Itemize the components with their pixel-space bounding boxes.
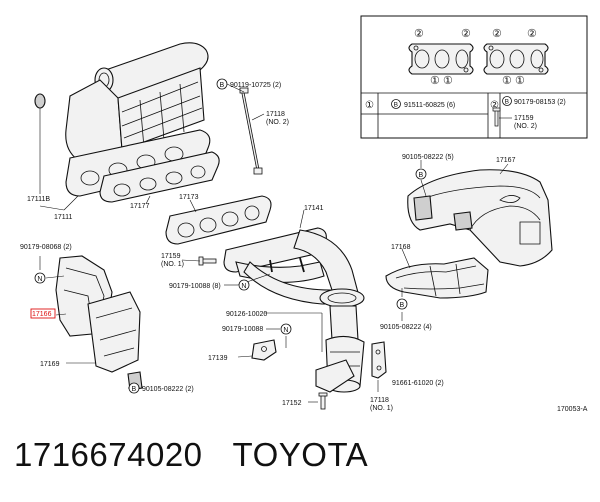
gasket-inset: ② ② ② ② ① ① ① ① ① B 91511-60825 (6) ② B … xyxy=(360,15,588,139)
label-17159-no1: 17159 xyxy=(161,253,181,260)
label-90105-2: 90105-08222 (2) xyxy=(142,386,194,393)
catalyst-bracket-drawing xyxy=(315,359,355,393)
badge-b: B xyxy=(396,298,408,310)
marker-1: ① xyxy=(515,75,525,87)
badge-b: B xyxy=(216,78,228,90)
label-17167: 17167 xyxy=(496,157,516,164)
row-1-symbol: ① xyxy=(365,100,374,111)
label-17168: 17168 xyxy=(391,244,411,251)
stud-17118-no2-drawing xyxy=(239,87,263,175)
svg-text:B: B xyxy=(419,172,424,179)
marker-2: ② xyxy=(492,28,502,40)
badge-n: N xyxy=(34,272,46,284)
svg-text:B: B xyxy=(220,82,225,89)
marker-2: ② xyxy=(527,28,537,40)
label-90105-4: 90105-08222 (4) xyxy=(380,324,432,331)
badge-n: N xyxy=(238,279,250,291)
badge-b: B xyxy=(128,382,140,394)
stud-17152-drawing xyxy=(318,392,328,410)
label-17139: 17139 xyxy=(208,355,228,362)
exhaust-manifold-drawing xyxy=(223,227,365,393)
label-90119: 90119-10725 (2) xyxy=(230,82,281,89)
label-17159-no1-note: (NO. 1) xyxy=(161,261,184,268)
brand-name: TOYOTA xyxy=(232,436,369,473)
label-17141: 17141 xyxy=(304,205,324,212)
inset-row-2: ② B 90179-08153 (2) 17159 (NO. 2) xyxy=(490,96,566,130)
label-90179-10088-8: 90179-10088 (8) xyxy=(169,283,221,290)
label-17118-no2: 17118 xyxy=(266,111,285,118)
label-17111b: 17111B xyxy=(27,196,50,203)
badge-b: B xyxy=(415,168,427,180)
svg-text:B: B xyxy=(132,386,137,393)
row-2-part: 90179-08153 (2) xyxy=(514,99,566,106)
gasket-right-drawing xyxy=(483,43,549,75)
gasket-symbol-markers: ② ② ② ② ① ① ① ① xyxy=(414,28,537,87)
marker-1: ① xyxy=(502,75,512,87)
highlight-box xyxy=(30,308,56,319)
label-17152: 17152 xyxy=(282,400,302,407)
callout-badges: B B N N B N B xyxy=(34,78,427,394)
label-90126: 90126-10020 xyxy=(226,311,267,318)
marker-2: ② xyxy=(414,28,424,40)
label-90179-08068: 90179-08068 (2) xyxy=(20,244,72,251)
label-17118-no2-note: (NO. 2) xyxy=(266,119,289,126)
marker-2: ② xyxy=(461,28,471,40)
svg-text:N: N xyxy=(241,283,246,290)
heat-insulator-left-drawing xyxy=(55,255,143,391)
label-17118-no1: 17118 xyxy=(370,397,389,404)
intake-manifold-drawing xyxy=(34,42,220,203)
bracket-17139-drawing xyxy=(251,339,277,361)
label-17111: 17111 xyxy=(54,214,73,221)
gasket-left-drawing xyxy=(408,43,474,75)
heat-insulator-upper-drawing xyxy=(407,169,553,267)
leader-lines xyxy=(39,83,509,403)
label-17118-no1-note: (NO. 1) xyxy=(370,405,393,412)
label-90179-10088: 90179-10088 xyxy=(222,326,263,333)
label-17166-highlighted: 17166 xyxy=(32,311,52,318)
label-90105-5: 90105-08222 (5) xyxy=(402,154,454,161)
inset-row-1: ① B 91511-60825 (6) xyxy=(365,99,455,111)
marker-1: ① xyxy=(430,75,440,87)
svg-text:N: N xyxy=(37,276,42,283)
heat-insulator-lower-drawing xyxy=(385,257,489,299)
row-2-extra-part: 17159 xyxy=(514,115,534,122)
row-2-symbol: ② xyxy=(490,100,499,111)
marker-1: ① xyxy=(443,75,453,87)
svg-text:B: B xyxy=(400,302,405,309)
svg-text:N: N xyxy=(283,327,288,334)
part-number: 1716674020 xyxy=(14,436,203,473)
drawing-code: 170053-A xyxy=(557,406,588,413)
label-17169: 17169 xyxy=(40,361,60,368)
label-17173: 17173 xyxy=(179,194,199,201)
label-91661: 91661-61020 (2) xyxy=(392,380,444,387)
bracket-17118-no1-drawing xyxy=(371,341,387,379)
exhaust-gasket-drawing xyxy=(165,195,272,245)
row-2-badge: B xyxy=(505,99,509,106)
badge-n: N xyxy=(280,323,292,335)
label-17177: 17177 xyxy=(130,203,150,210)
row-2-extra-note: (NO. 2) xyxy=(514,123,537,130)
row-1-badge: B xyxy=(394,102,398,109)
caption: 1716674020 TOYOTA xyxy=(14,436,368,474)
stud-17159-drawing xyxy=(198,256,217,266)
row-1-part: 91511-60825 (6) xyxy=(404,102,455,109)
callout-labels: 90119-10725 (2) 17118 (NO. 2) 90105-0822… xyxy=(20,82,588,413)
